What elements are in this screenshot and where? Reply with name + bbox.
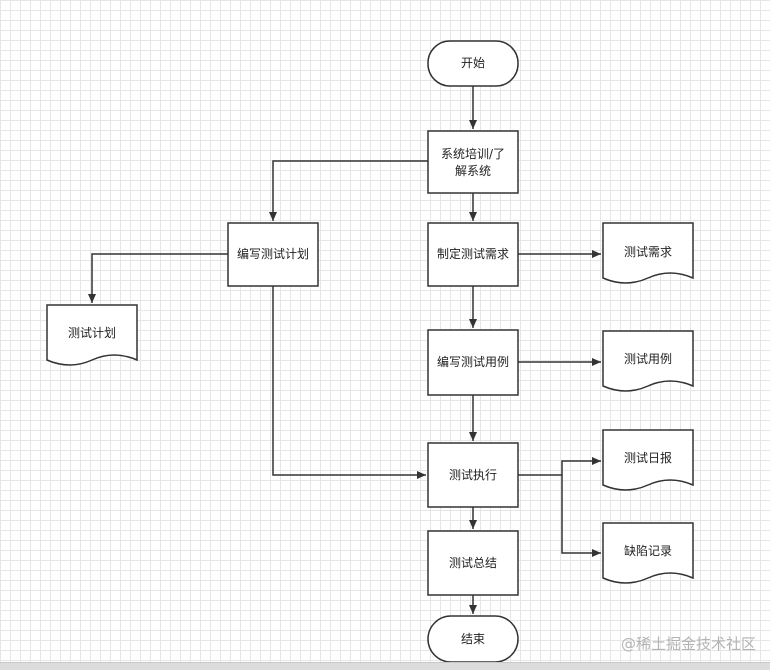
watermark: @稀土掘金技术社区: [620, 635, 756, 653]
start-terminal: 开始: [427, 40, 519, 87]
summary-process: 测试总结: [427, 530, 519, 596]
write-plan-process: 编写测试计划: [227, 222, 319, 287]
test-plan-document: 测试计划: [46, 304, 138, 366]
end-label: 结束: [461, 632, 485, 646]
training-label-line2: 解系统: [455, 164, 491, 178]
training-process: 系统培训/了 解系统: [427, 130, 519, 194]
edge-write-plan-execute: [272, 286, 426, 479]
write-cases-process: 编写测试用例: [427, 329, 519, 396]
edge-execute-defect: [561, 475, 601, 557]
daily-report-document: 测试日报: [602, 429, 694, 491]
cases-doc-label: 测试用例: [624, 351, 672, 366]
summary-label: 测试总结: [449, 555, 497, 570]
execute-label: 测试执行: [449, 467, 497, 482]
edges: [88, 86, 601, 614]
edge-training-write-plan: [269, 160, 428, 221]
write-cases-label: 编写测试用例: [437, 354, 509, 369]
edge-write-plan-test-plan: [88, 253, 228, 303]
defect-document: 缺陷记录: [602, 522, 694, 584]
end-terminal: 结束: [427, 615, 519, 663]
training-label-line1: 系统培训/了: [441, 146, 505, 161]
cases-document: 测试用例: [602, 330, 694, 392]
define-req-process: 制定测试需求: [427, 222, 519, 287]
req-doc-label: 测试需求: [624, 244, 672, 259]
execute-process: 测试执行: [427, 442, 519, 508]
defect-label: 缺陷记录: [624, 543, 672, 558]
daily-report-label: 测试日报: [624, 450, 672, 465]
edge-execute-daily-report: [518, 457, 601, 476]
define-req-label: 制定测试需求: [437, 246, 509, 261]
write-plan-label: 编写测试计划: [237, 246, 309, 261]
bottom-scrollbar-strip: [0, 662, 770, 670]
start-label: 开始: [461, 56, 485, 70]
test-plan-label: 测试计划: [68, 325, 116, 340]
req-document: 测试需求: [602, 222, 694, 284]
